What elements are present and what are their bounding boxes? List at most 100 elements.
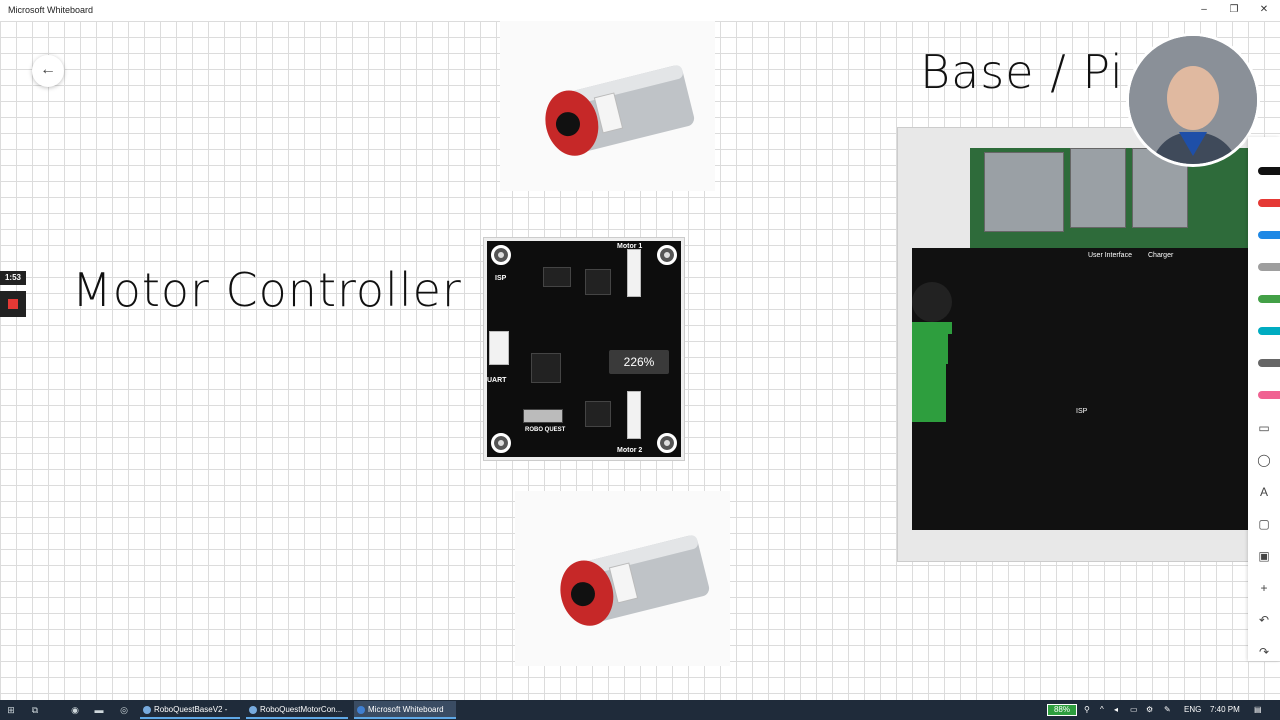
- capacitor: [912, 282, 952, 322]
- chrome-icon[interactable]: ◉: [71, 705, 79, 715]
- pen-tool[interactable]: [1248, 319, 1280, 345]
- uart-label: UART: [487, 377, 507, 384]
- pen-icon: [1258, 167, 1280, 175]
- volume-icon[interactable]: ◂: [1114, 705, 1119, 714]
- motor2-connector: [627, 391, 641, 439]
- language-indicator[interactable]: ENG: [1184, 705, 1202, 714]
- motor-image-bottom[interactable]: [515, 491, 730, 666]
- text-button[interactable]: A: [1248, 479, 1280, 505]
- title-bar: Microsoft Whiteboard – ❐ ✕: [0, 0, 1280, 21]
- back-button[interactable]: ←: [32, 55, 64, 87]
- network-icon[interactable]: ⚲: [1084, 705, 1090, 714]
- app-icon: [143, 706, 151, 714]
- image-icon: ▣: [1258, 549, 1270, 563]
- i2c-connector: [489, 331, 509, 365]
- undo-icon: ↶: [1258, 613, 1270, 627]
- stop-recording-button[interactable]: [0, 291, 26, 317]
- pen-tool[interactable]: [1248, 287, 1280, 313]
- pen-icon: [1258, 231, 1280, 239]
- user-interface-label: User Interface: [1088, 252, 1132, 259]
- motor1-connector: [627, 249, 641, 297]
- mounting-hole: [657, 245, 677, 265]
- minimize-button[interactable]: –: [1201, 4, 1207, 15]
- add-button[interactable]: +: [1248, 575, 1280, 601]
- crystal: [523, 409, 563, 423]
- taskbar-app-roboquestbase[interactable]: RoboQuestBaseV2 - s...: [140, 701, 240, 719]
- isp-label: ISP: [495, 275, 507, 282]
- zoom-level-indicator: 226%: [609, 350, 669, 374]
- app-icon[interactable]: ◎: [120, 705, 128, 715]
- start-icon[interactable]: ⊞: [7, 705, 15, 715]
- taskbar-app-label: RoboQuestBaseV2 - s...: [154, 705, 228, 714]
- taskbar: ⊞ ⧉ ◉ ▬ ◎ RoboQuestBaseV2 - s... RoboQue…: [0, 700, 1280, 720]
- pen-icon: [1258, 199, 1280, 207]
- inking-toolbar: ▭ ◯ A ▢ ▣ + ↶ ↷: [1248, 137, 1280, 661]
- whiteboard-canvas[interactable]: ← Motor Controller Base / Pi 1:53 Mo: [0, 21, 1280, 700]
- pen-tool[interactable]: [1248, 159, 1280, 185]
- ethernet-port: [984, 152, 1064, 232]
- mcu-chip: [531, 353, 561, 383]
- note-button[interactable]: ▢: [1248, 511, 1280, 537]
- battery-indicator[interactable]: 88%: [1047, 704, 1077, 716]
- settings-icon[interactable]: ⚙: [1146, 705, 1154, 714]
- task-view-icon[interactable]: ⧉: [31, 705, 39, 715]
- whiteboard-app-icon: [357, 706, 365, 714]
- mcu-chip: [912, 248, 946, 282]
- mounting-hole: [491, 433, 511, 453]
- pen-icon: [1258, 359, 1280, 367]
- mounting-hole: [657, 433, 677, 453]
- dip-switch: [543, 267, 571, 287]
- motor-controller-board-image[interactable]: Motor 1 Motor 2 ISP UART ROBO QUEST: [484, 238, 684, 460]
- close-button[interactable]: ✕: [1259, 4, 1269, 15]
- clock[interactable]: 7:40 PM: [1210, 705, 1240, 714]
- charger-label: Charger: [1148, 252, 1174, 259]
- base-pi-title[interactable]: Base / Pi: [920, 45, 1124, 99]
- redo-icon: ↷: [1258, 645, 1270, 659]
- usb-port: [1070, 148, 1126, 228]
- terminal-block: [912, 322, 952, 334]
- pen-icon: [1258, 295, 1280, 303]
- notifications-icon[interactable]: ▤: [1254, 705, 1262, 714]
- motor-image-top[interactable]: [500, 21, 715, 191]
- undo-button[interactable]: ↶: [1248, 607, 1280, 633]
- base-pi-board-image[interactable]: Charger User Interface ISP: [897, 127, 1249, 562]
- terminal-block: [912, 364, 946, 392]
- redo-button[interactable]: ↷: [1248, 639, 1280, 665]
- taskbar-app-whiteboard[interactable]: Microsoft Whiteboard: [354, 701, 456, 719]
- i2c-connector: [912, 422, 934, 502]
- presenter-video: [1129, 36, 1257, 164]
- taskbar-app-label: RoboQuestMotorCon...: [260, 705, 343, 714]
- file-explorer-icon[interactable]: ▬: [94, 705, 104, 715]
- brand-label: ROBO QUEST: [525, 427, 566, 433]
- ruler-icon: ▭: [1258, 421, 1270, 435]
- note-icon: ▢: [1258, 517, 1270, 531]
- isp-label: ISP: [1076, 408, 1088, 415]
- pen-tool[interactable]: [1248, 191, 1280, 217]
- add-icon: +: [1260, 581, 1268, 595]
- ruler-button[interactable]: ▭: [1248, 415, 1280, 441]
- pen-tool[interactable]: [1248, 223, 1280, 249]
- dc-motor-picture: [560, 535, 710, 626]
- app-icon: [249, 706, 257, 714]
- pen-icon[interactable]: ✎: [1164, 705, 1171, 714]
- recording-timer: 1:53: [0, 271, 26, 285]
- pen-tool[interactable]: [1248, 351, 1280, 377]
- tray-expand-icon[interactable]: ^: [1100, 705, 1104, 714]
- taskbar-app-label: Microsoft Whiteboard: [368, 705, 444, 714]
- restore-button[interactable]: ❐: [1229, 4, 1239, 15]
- robo-quest-base-pcb: Charger User Interface ISP: [912, 248, 1248, 530]
- pen-tool[interactable]: [1248, 383, 1280, 409]
- webcam-overlay: [1126, 33, 1260, 167]
- text-icon: A: [1259, 485, 1268, 499]
- window-title: Microsoft Whiteboard: [8, 5, 94, 15]
- dc-motor-picture: [545, 65, 695, 156]
- lasso-button[interactable]: ◯: [1248, 447, 1280, 473]
- pen-tool[interactable]: [1248, 255, 1280, 281]
- motor-controller-title[interactable]: Motor Controller: [72, 263, 462, 317]
- image-button[interactable]: ▣: [1248, 543, 1280, 569]
- display-icon[interactable]: ▭: [1130, 705, 1138, 714]
- taskbar-app-roboquestmotor[interactable]: RoboQuestMotorCon...: [246, 701, 348, 719]
- motor1-label: Motor 1: [617, 243, 643, 250]
- terminal-block: [912, 392, 946, 422]
- mounting-hole: [491, 245, 511, 265]
